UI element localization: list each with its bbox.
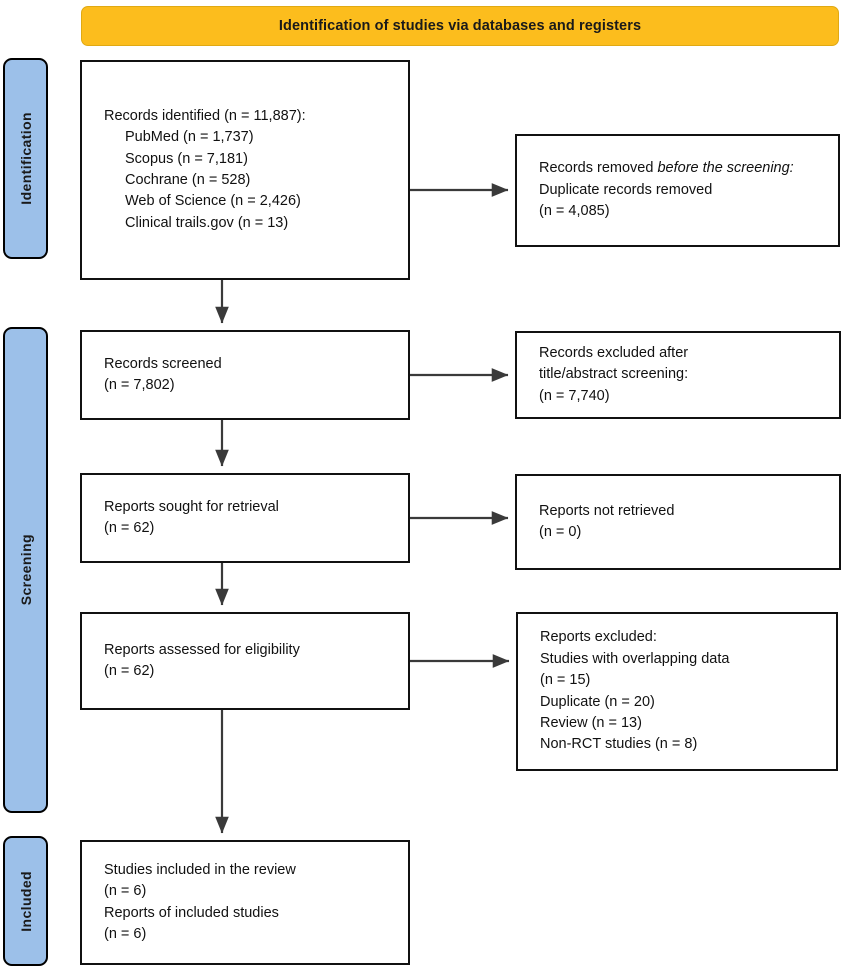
reports-excluded-overlapping-label: Studies with overlapping data bbox=[540, 650, 730, 667]
box-studies-included: Studies included in the review (n = 6) R… bbox=[80, 840, 410, 965]
records-removed-lead: Records removed bbox=[539, 160, 658, 177]
records-excluded-line1: Records excluded after bbox=[539, 344, 689, 361]
box-records-removed-before-screening: Records removed before the screening: Du… bbox=[515, 134, 840, 247]
reports-excluded-heading: Reports excluded: bbox=[540, 629, 657, 646]
reports-assessed-count: (n = 62) bbox=[104, 663, 155, 679]
stage-label-included: Included bbox=[17, 870, 34, 932]
reports-assessed-label: Reports assessed for eligibility bbox=[104, 641, 300, 658]
studies-included-label: Studies included in the review bbox=[104, 861, 296, 878]
records-removed-heading: Records removed before the screening: bbox=[539, 158, 838, 179]
box-reports-sought-for-retrieval: Reports sought for retrieval (n = 62) bbox=[80, 473, 410, 563]
duplicate-records-removed-label: Duplicate records removed bbox=[539, 181, 713, 198]
reports-not-retrieved-count: (n = 0) bbox=[539, 524, 582, 540]
records-removed-emphasis: before the screening: bbox=[657, 160, 794, 177]
stage-bar-included: Included bbox=[3, 836, 48, 966]
diagram-title: Identification of studies via databases … bbox=[278, 17, 642, 34]
source-web-of-science: Web of Science (n = 2,426) bbox=[125, 193, 301, 210]
box-reports-excluded: Reports excluded: Studies with overlappi… bbox=[516, 612, 838, 771]
records-screened-label: Records screened bbox=[104, 355, 222, 372]
box-records-identified: Records identified (n = 11,887): PubMed … bbox=[80, 60, 410, 280]
reports-not-retrieved-label: Reports not retrieved bbox=[539, 502, 675, 519]
source-clinical-trials-gov: Clinical trails.gov (n = 13) bbox=[125, 214, 289, 231]
stage-label-screening: Screening bbox=[17, 534, 34, 606]
stage-bar-identification: Identification bbox=[3, 58, 48, 259]
reports-excluded-non-rct: Non-RCT studies (n = 8) bbox=[540, 736, 698, 753]
box-reports-not-retrieved: Reports not retrieved (n = 0) bbox=[515, 474, 841, 570]
stage-label-identification: Identification bbox=[17, 112, 34, 205]
records-excluded-line2: title/abstract screening: bbox=[539, 366, 689, 383]
source-scopus: Scopus (n = 7,181) bbox=[125, 150, 248, 167]
stage-bar-screening: Screening bbox=[3, 327, 48, 813]
reports-included-count: (n = 6) bbox=[104, 925, 147, 942]
reports-excluded-duplicate: Duplicate (n = 20) bbox=[540, 693, 655, 710]
reports-included-label: Reports of included studies bbox=[104, 904, 279, 921]
records-screened-count: (n = 7,802) bbox=[104, 377, 175, 393]
source-cochrane: Cochrane (n = 528) bbox=[125, 172, 251, 188]
duplicate-records-removed-count: (n = 4,085) bbox=[539, 203, 610, 220]
reports-excluded-overlapping-count: (n = 15) bbox=[540, 672, 591, 689]
records-identified-heading: Records identified (n = 11,887): bbox=[104, 107, 306, 124]
source-pubmed: PubMed (n = 1,737) bbox=[125, 129, 254, 146]
records-excluded-count: (n = 7,740) bbox=[539, 387, 610, 404]
box-records-screened: Records screened (n = 7,802) bbox=[80, 330, 410, 420]
studies-included-count: (n = 6) bbox=[104, 883, 147, 900]
box-reports-assessed-for-eligibility: Reports assessed for eligibility (n = 62… bbox=[80, 612, 410, 710]
diagram-header-banner: Identification of studies via databases … bbox=[81, 6, 839, 46]
reports-excluded-review: Review (n = 13) bbox=[540, 714, 642, 731]
reports-sought-label: Reports sought for retrieval bbox=[104, 498, 279, 515]
box-records-excluded-title-abstract: Records excluded after title/abstract sc… bbox=[515, 331, 841, 419]
reports-sought-count: (n = 62) bbox=[104, 520, 155, 536]
